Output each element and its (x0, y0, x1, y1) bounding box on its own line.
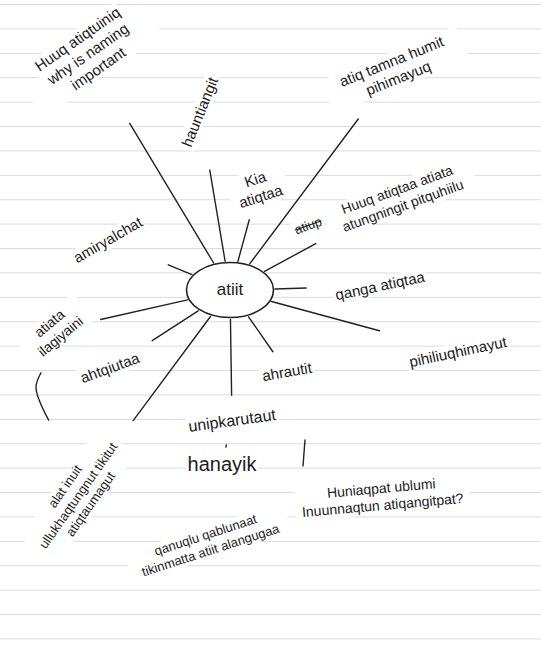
branch-line (272, 301, 380, 330)
branch-line (249, 317, 273, 352)
branch-line (152, 311, 198, 341)
branch-line (230, 319, 231, 395)
branch-line (101, 300, 188, 320)
branch-line (168, 265, 192, 275)
branch-line (275, 287, 306, 289)
central-term: atiit (215, 280, 245, 300)
branch-text: hanayik (172, 450, 272, 478)
branch-line (36, 373, 49, 420)
branch-line (210, 170, 225, 261)
branch-line (133, 316, 210, 420)
branch-line (264, 244, 315, 272)
branch-term: hanayik (186, 452, 259, 476)
branch-line (225, 445, 227, 447)
branch-line (130, 123, 214, 263)
central-oval: atiit (185, 261, 275, 319)
branch-line (238, 220, 249, 262)
